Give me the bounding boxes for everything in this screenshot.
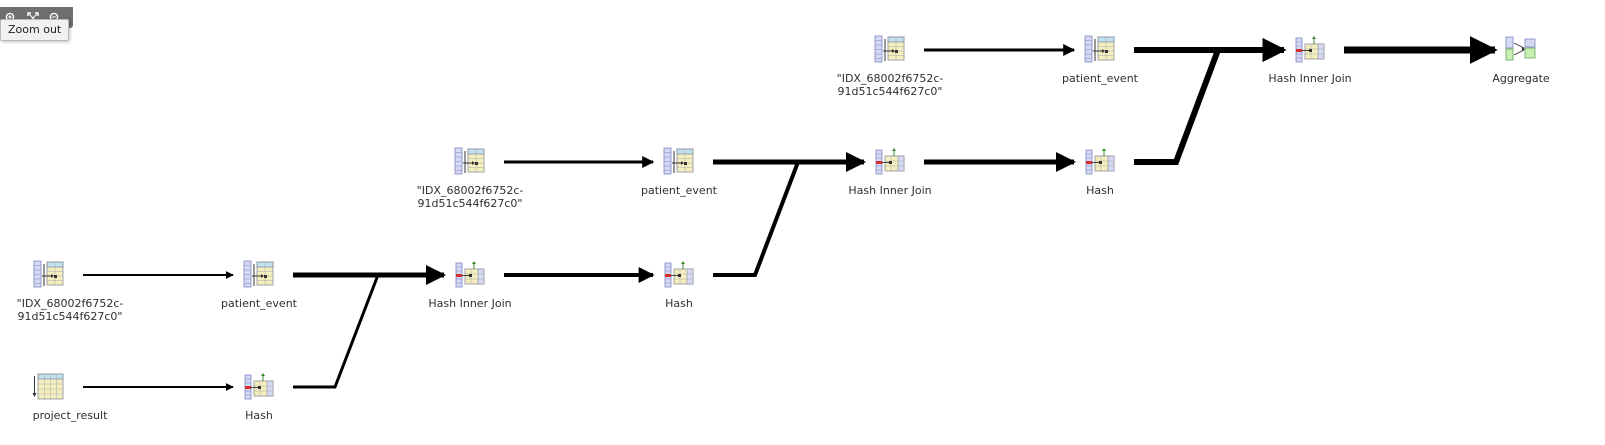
plan-node-agg[interactable] xyxy=(1505,36,1536,61)
node-label-hj1: Hash Inner Join xyxy=(428,297,512,310)
node-label-pe1: patient_event xyxy=(221,297,297,310)
plan-node-pe3[interactable] xyxy=(1084,35,1115,63)
plan-node-hj2[interactable] xyxy=(875,148,905,175)
hash-icon xyxy=(1085,148,1115,175)
hash-join-icon xyxy=(455,261,485,288)
plan-node-pe1[interactable] xyxy=(243,260,274,288)
node-label-h2: Hash xyxy=(665,297,693,310)
plan-edge-h3-to-hj3 xyxy=(1134,38,1287,165)
node-label-idx3: "IDX_68002f6752c- 91d51c544f627c0" xyxy=(836,72,944,98)
plan-node-h2[interactable] xyxy=(664,261,694,288)
node-label-h3: Hash xyxy=(1086,184,1114,197)
index-scan-icon xyxy=(1084,35,1115,63)
plan-node-h1[interactable] xyxy=(244,373,274,400)
index-scan-icon xyxy=(243,260,274,288)
plan-node-hj3[interactable] xyxy=(1295,36,1325,63)
node-label-pe2: patient_event xyxy=(641,184,717,197)
hash-icon xyxy=(664,261,694,288)
hash-join-icon xyxy=(875,148,905,175)
index-scan-icon xyxy=(874,35,905,63)
node-label-hj3: Hash Inner Join xyxy=(1268,72,1352,85)
plan-node-idx1[interactable] xyxy=(33,260,64,288)
node-label-pr: project_result xyxy=(32,409,108,422)
node-label-idx2: "IDX_68002f6752c- 91d51c544f627c0" xyxy=(416,184,524,210)
plan-edge-h2-to-hj2 xyxy=(713,154,866,277)
plan-node-h3[interactable] xyxy=(1085,148,1115,175)
plan-edges xyxy=(83,36,1498,391)
plan-node-pe2[interactable] xyxy=(663,147,694,175)
index-scan-icon xyxy=(33,260,64,288)
hash-icon xyxy=(244,373,274,400)
plan-nodes xyxy=(32,35,1536,400)
plan-node-pr[interactable] xyxy=(32,373,64,400)
node-label-idx1: "IDX_68002f6752c- 91d51c544f627c0" xyxy=(16,297,124,323)
node-label-hj2: Hash Inner Join xyxy=(848,184,932,197)
node-label-agg: Aggregate xyxy=(1492,72,1550,85)
node-label-h1: Hash xyxy=(245,409,273,422)
aggregate-icon xyxy=(1505,36,1536,61)
table-scan-icon xyxy=(32,373,64,400)
index-scan-icon xyxy=(454,147,485,175)
node-label-pe3: patient_event xyxy=(1062,72,1138,85)
plan-edge-h1-to-hj1 xyxy=(293,269,446,389)
zoom-out-tooltip: Zoom out xyxy=(0,19,70,41)
plan-node-idx2[interactable] xyxy=(454,147,485,175)
index-scan-icon xyxy=(663,147,694,175)
plan-node-idx3[interactable] xyxy=(874,35,905,63)
hash-join-icon xyxy=(1295,36,1325,63)
plan-node-hj1[interactable] xyxy=(455,261,485,288)
